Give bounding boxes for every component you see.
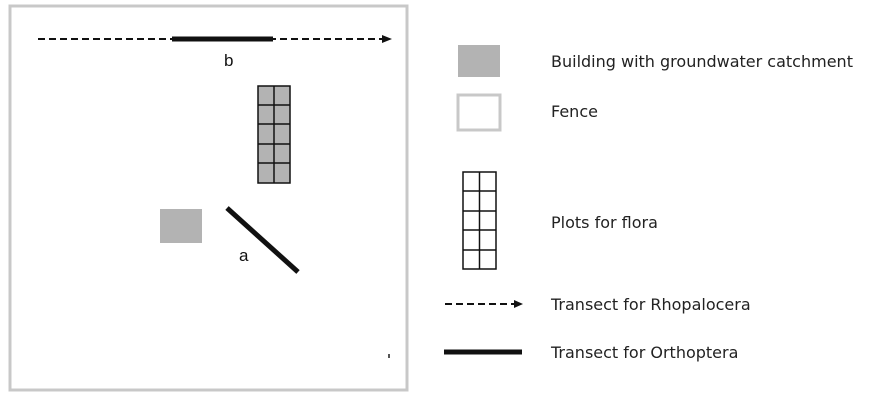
transect-a — [225, 206, 300, 274]
legend-label-orthoptera: Transect for Orthoptera — [550, 343, 738, 362]
flora-plots — [257, 85, 291, 184]
legend-plots-grid-icon — [462, 171, 497, 270]
transect-b — [38, 35, 392, 43]
site-fence — [8, 4, 409, 392]
legend-fence-swatch — [456, 93, 502, 132]
legend: Building with groundwater catchment Fenc… — [444, 45, 853, 362]
legend-label-rhopalocera: Transect for Rhopalocera — [550, 295, 751, 314]
legend-building-swatch — [458, 45, 500, 77]
legend-label-plots: Plots for flora — [551, 213, 658, 232]
arrowhead-icon — [382, 35, 392, 43]
legend-dashed-arrow-icon — [445, 300, 523, 308]
transect-b-label: b — [224, 51, 233, 70]
tick-mark — [388, 354, 390, 358]
legend-label-building: Building with groundwater catchment — [551, 52, 853, 71]
legend-label-fence: Fence — [551, 102, 598, 121]
transect-a-label: a — [239, 246, 249, 265]
building — [160, 209, 202, 243]
